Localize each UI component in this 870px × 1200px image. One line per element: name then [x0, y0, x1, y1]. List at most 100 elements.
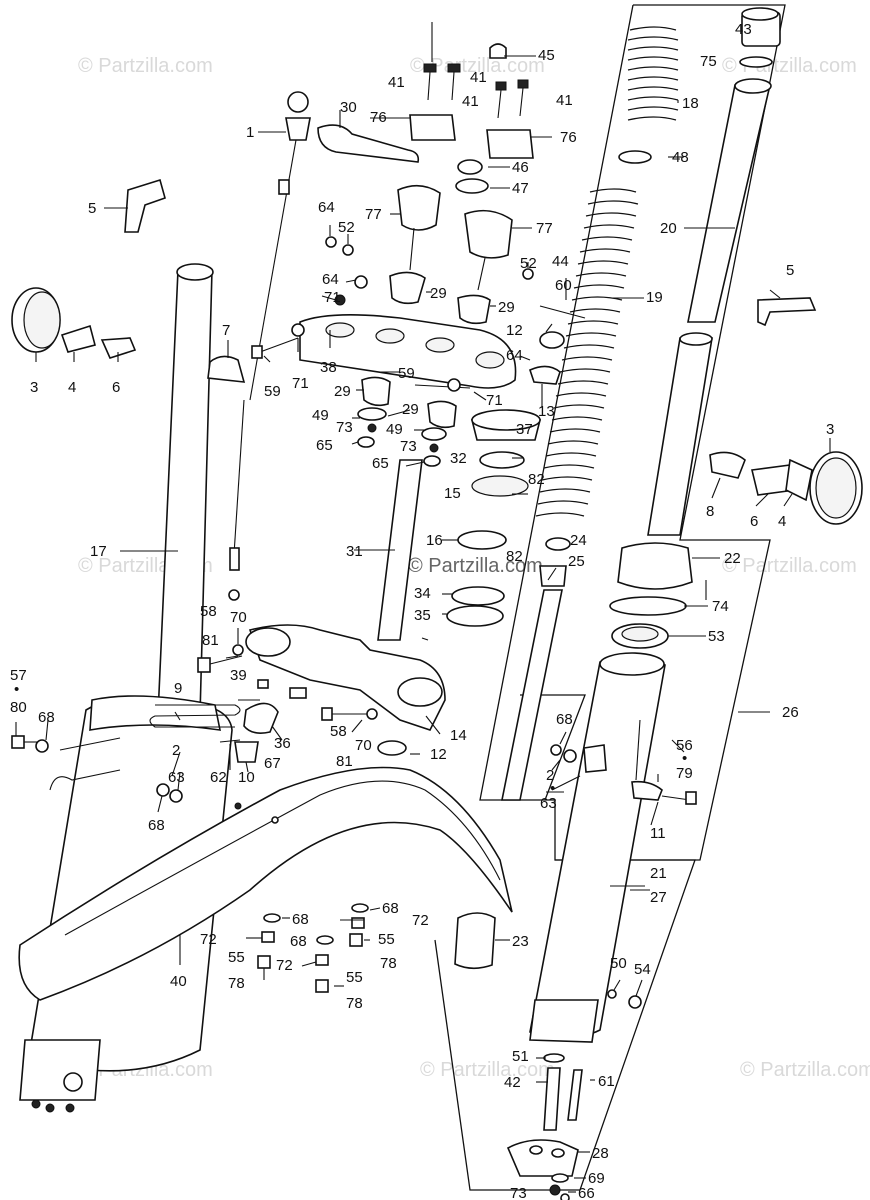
fork-cover-parts: [609, 542, 693, 649]
callout-70: 70: [355, 737, 372, 754]
bolt-shank: [451, 71, 455, 101]
screw-54: [628, 995, 642, 1009]
callout-dot: •: [550, 780, 555, 797]
bridge-hole: [375, 328, 405, 344]
stem-shaft: [377, 459, 423, 641]
clip-62: [219, 739, 241, 743]
callout-71: 71: [292, 375, 309, 392]
callout-66: 66: [578, 1185, 595, 1200]
left-reflector-clip: [100, 337, 137, 359]
callout-65: 65: [372, 455, 389, 472]
washer-47: [455, 178, 489, 194]
callout-55: 55: [228, 949, 245, 966]
callout-20: 20: [660, 220, 677, 237]
holder-cap-left: [409, 114, 456, 141]
callout-6: 6: [750, 513, 758, 530]
washer-68a: [35, 739, 49, 753]
left-clamp-stud: [31, 1099, 41, 1109]
callout-29: 29: [334, 383, 351, 400]
nut-72b: [315, 954, 329, 966]
oring-75: [739, 56, 773, 68]
callout-14: 14: [450, 727, 467, 744]
callout-61: 61: [598, 1073, 615, 1090]
nut-64b: [354, 275, 368, 289]
outline-lower: [434, 859, 696, 1191]
callout-68: 68: [292, 911, 309, 928]
rubber-cap: [489, 43, 507, 59]
callout-74: 74: [712, 598, 729, 615]
nut-73b: [429, 443, 439, 453]
callout-53: 53: [708, 628, 725, 645]
callout-77: 77: [365, 206, 382, 223]
steering-stem: [245, 459, 446, 731]
bridge-bolt-59: [259, 337, 299, 353]
washer-51: [543, 1053, 565, 1063]
washer-68b: [156, 783, 170, 797]
cable-tip: [228, 589, 240, 601]
washer-50: [607, 989, 617, 999]
lower-bridge-clamp-left: [245, 627, 291, 657]
callout-70: 70: [230, 609, 247, 626]
axle-holder-hole: [551, 1148, 565, 1158]
callout-64: 64: [322, 271, 339, 288]
bridge-bolt-59b: [414, 384, 471, 389]
bracket-4b: [785, 458, 813, 502]
callout-78: 78: [228, 975, 245, 992]
right-reflector-lens: [815, 457, 857, 519]
bridge-hole: [475, 351, 505, 369]
callout-81: 81: [202, 632, 219, 649]
steering-bearings: [446, 409, 542, 627]
callout-64: 64: [318, 199, 335, 216]
washer-48: [618, 150, 652, 164]
cable-ferrule: [278, 179, 290, 195]
callout-80: 80: [10, 699, 27, 716]
callout-67: 67: [264, 755, 281, 772]
nut-71b: [447, 378, 461, 392]
speedometer-cable: [228, 91, 311, 601]
callout-dot: •: [682, 750, 687, 767]
callout-56: 56: [676, 737, 693, 754]
nut-66: [560, 1193, 570, 1200]
oil-seal-53-inner: [621, 626, 659, 642]
fork-inner-tube: [647, 337, 713, 536]
callout-63: 63: [540, 795, 557, 812]
callout-26: 26: [782, 704, 799, 721]
left-fork-tube-top: [176, 263, 214, 281]
callout-5: 5: [786, 262, 794, 279]
callout-59: 59: [398, 365, 415, 382]
callout-2: 2: [546, 767, 554, 784]
bolt-60: [539, 305, 586, 319]
spring-clip-2: [49, 769, 121, 791]
bearing-race-15: [471, 475, 529, 497]
callout-47: 47: [512, 180, 529, 197]
cable-nut: [285, 117, 311, 141]
callout-52: 52: [520, 255, 537, 272]
callout-17: 17: [90, 543, 107, 560]
callout-68: 68: [556, 711, 573, 728]
callout-37: 37: [516, 421, 533, 438]
leader-lines: [15, 22, 831, 1193]
callout-79: 79: [676, 765, 693, 782]
fender-hole: [234, 802, 242, 810]
callout-10: 10: [238, 769, 255, 786]
callout-41: 41: [556, 92, 573, 109]
right-reflector-group: [709, 297, 863, 525]
callout-29: 29: [498, 299, 515, 316]
callout-49: 49: [386, 421, 403, 438]
nut-73a: [367, 423, 377, 433]
callout-41: 41: [388, 74, 405, 91]
callout-58: 58: [200, 603, 217, 620]
callout-dot: •: [14, 681, 19, 698]
callout-2: 2: [172, 742, 180, 759]
spring-wire-end: [59, 737, 121, 751]
left-reflector-lens: [23, 291, 61, 349]
callout-63: 63: [168, 769, 185, 786]
washer-2b: [563, 749, 577, 763]
bearing-cone-32: [479, 451, 525, 469]
callout-76: 76: [560, 129, 577, 146]
callout-40: 40: [170, 973, 187, 990]
fork-tube-20-top: [734, 78, 772, 94]
slider-27-bottom: [529, 999, 599, 1043]
lock-parts: [219, 679, 307, 763]
spring-39: [257, 679, 269, 689]
